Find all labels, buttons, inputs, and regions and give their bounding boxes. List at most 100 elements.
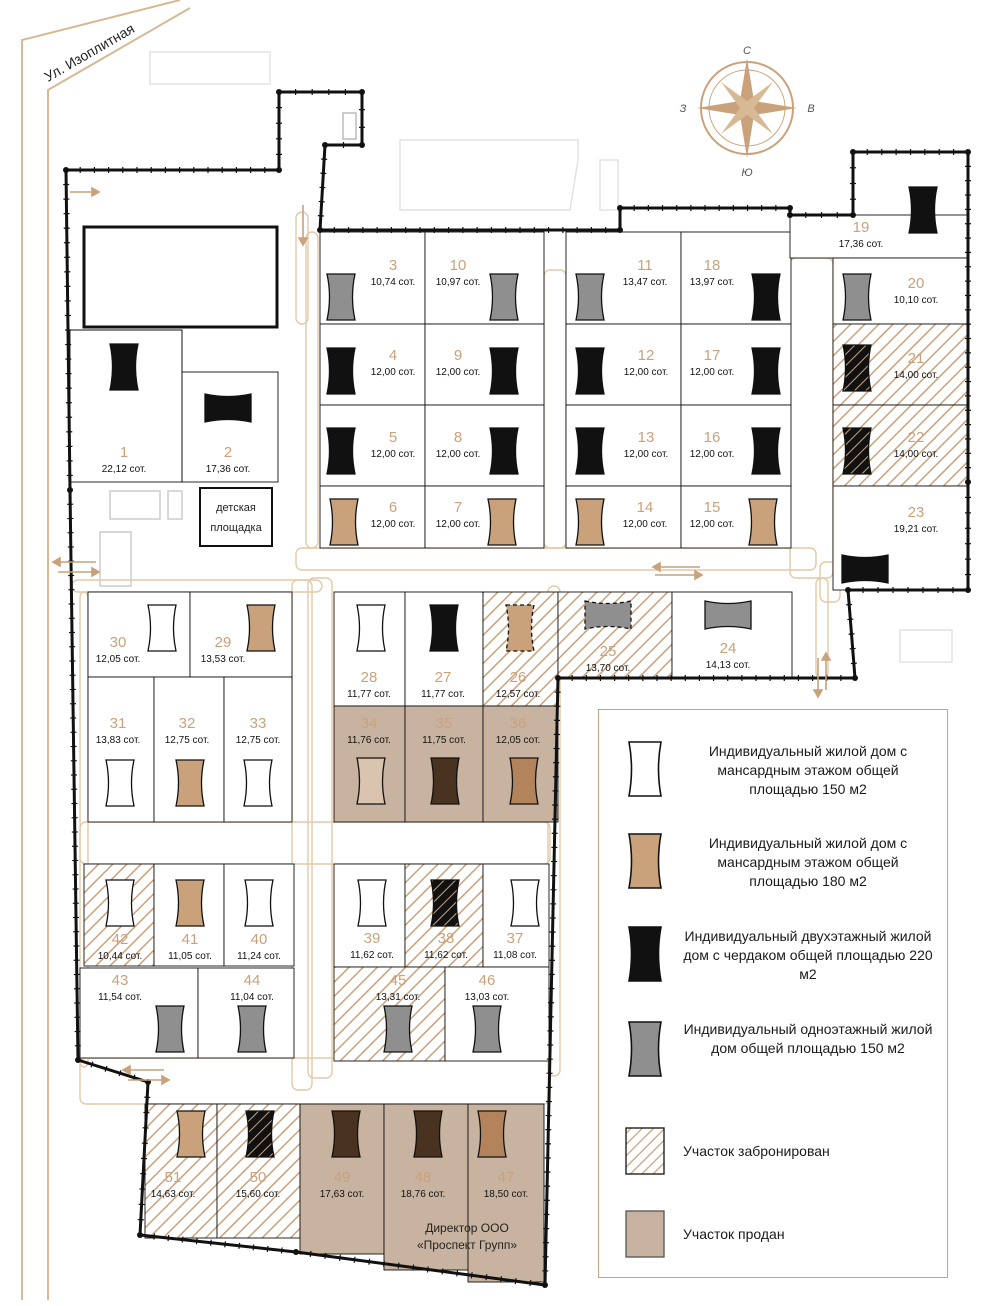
plot-area-label: 13,03 сот. [465,992,510,1003]
plot-area-label: 12,00 сот. [436,449,481,460]
plot-number: 17 [704,347,721,364]
plot-number: 14 [637,499,654,516]
plot-2[interactable]: 2 17,36 сот. [182,372,278,482]
house-white-icon [358,880,386,926]
plot-area-label: 13,31 сот. [376,992,421,1003]
street-label: Ул. Изоплитная [42,20,138,84]
house-tan-icon [247,605,275,651]
plot-6[interactable]: 612,00 сот. [320,486,425,548]
plot-14[interactable]: 14 12,00 сот. [566,486,681,548]
plot-number: 48 [415,1169,432,1186]
house-white-icon [244,760,272,806]
plot-number: 32 [179,715,196,732]
plot-area-label: 14,13 сот. [706,660,751,671]
plot-4[interactable]: 412,00 сот. [320,324,425,405]
plot-number: 39 [364,930,381,947]
legend-gray-icon [625,1020,665,1078]
house-gray-icon [384,1006,412,1052]
house-black-icon [246,1111,274,1157]
plot-number: 25 [600,643,617,660]
plot-number: 18 [704,257,721,274]
plot-35[interactable]: 35 11,75 сот. [405,706,483,822]
plot-area-label: 17,36 сот. [206,464,251,475]
legend: Индивидуальный жилой дом с мансардным эт… [598,709,948,1278]
plot-7[interactable]: 712,00 сот. [425,486,544,548]
plot-area-label: 11,08 сот. [493,950,537,961]
house-white-icon [357,605,385,651]
house-black-icon [909,187,937,233]
plot-area-label: 11,75 сот. [422,735,466,746]
legend-black-icon [625,925,665,983]
plot-area-label: 11,05 сот. [168,951,212,962]
plot-number: 3 [389,257,397,274]
plot-area-label: 12,00 сот. [623,519,668,530]
plot-9[interactable]: 912,00 сот. [425,324,544,405]
house-gray-icon [238,1006,266,1052]
house-tan-icon [749,499,777,545]
plot-number: 28 [361,669,378,686]
compass-west: З [680,103,687,115]
plot-number: 2 [224,444,232,461]
plot-number: 30 [110,634,127,651]
plot-number: 44 [244,972,261,989]
plot-5[interactable]: 512,00 сот. [320,405,425,486]
playground: детская площадка [200,488,272,546]
house-black-icon [490,348,518,394]
plot-number: 8 [454,429,462,446]
plot-8[interactable]: 8 12,00 сот. [425,405,544,486]
house-black-icon [843,345,871,391]
plot-area-label: 13,83 сот. [96,735,141,746]
legend-reserved-icon [625,1122,665,1180]
plot-number: 15 [704,499,721,516]
plot-area-label: 18,76 сот. [401,1189,446,1200]
plot-3[interactable]: 3 10,74 сот. [320,232,425,324]
plot-1[interactable]: 122,12 сот. [70,330,182,482]
plot-number: 27 [435,669,452,686]
plot-area-label: 10,74 сот. [371,277,416,288]
house-gray-icon [473,1006,501,1052]
plot-number: 23 [908,504,925,521]
plot-number: 35 [436,715,453,732]
plot-number: 47 [498,1169,515,1186]
